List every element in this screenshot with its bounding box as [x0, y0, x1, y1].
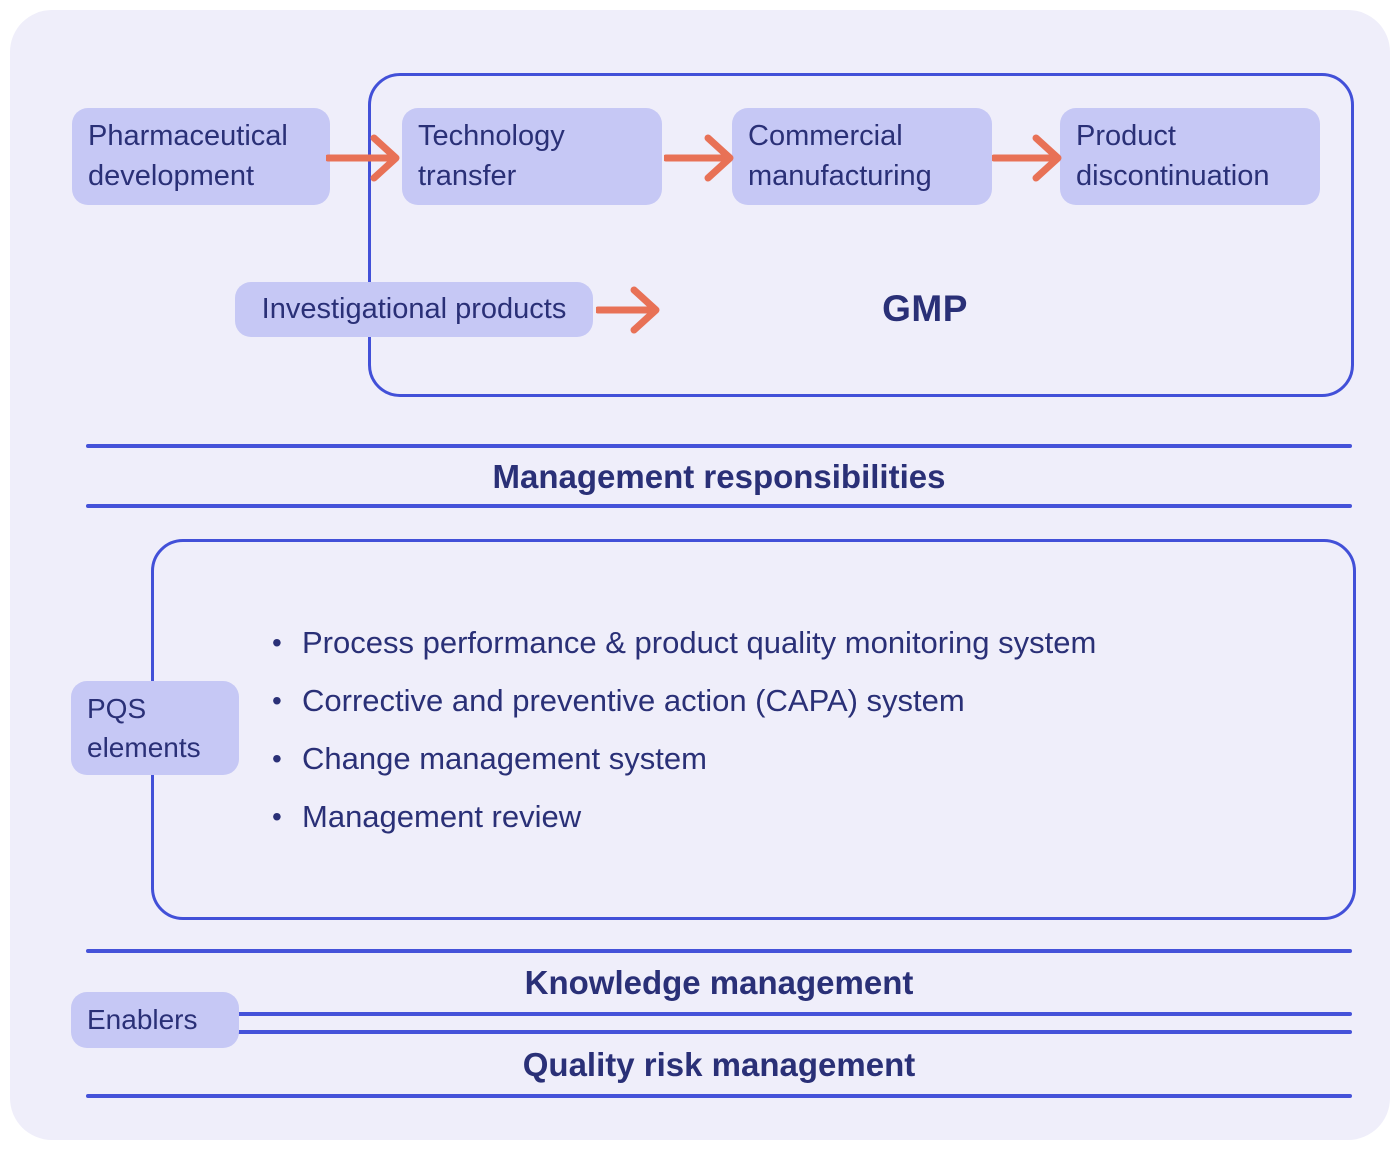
stage-label: Commercial manufacturing — [748, 120, 932, 192]
diagram-canvas: GMP Pharmaceutical development Technolog… — [10, 10, 1390, 1140]
pqs-item-label: Management review — [302, 799, 582, 834]
divider-line — [86, 444, 1352, 448]
stage-label: Pharmaceutical development — [88, 120, 288, 192]
flow-arrow-icon — [596, 286, 660, 334]
bullet-icon: • — [272, 685, 282, 716]
flow-arrow-icon — [664, 134, 734, 182]
pqs-list-item: • Corrective and preventive action (CAPA… — [272, 672, 1332, 730]
investigational-products-label: Investigational products — [261, 292, 567, 325]
divider-line — [86, 1012, 1352, 1016]
quality-risk-management-title: Quality risk management — [522, 1046, 916, 1083]
pqs-elements-list: • Process performance & product quality … — [272, 614, 1332, 846]
stage-label: Product discontinuation — [1076, 120, 1270, 192]
pqs-list-item: • Change management system — [272, 730, 1332, 788]
bullet-icon: • — [272, 627, 282, 658]
pqs-item-label: Change management system — [302, 741, 707, 776]
stage-chip-pharmaceutical-development: Pharmaceutical development — [72, 108, 330, 205]
knowledge-management-title: Knowledge management — [524, 964, 914, 1001]
gmp-boundary — [368, 73, 1354, 397]
stage-chip-commercial-manufacturing: Commercial manufacturing — [732, 108, 992, 205]
stage-chip-product-discontinuation: Product discontinuation — [1060, 108, 1320, 205]
pqs-item-label: Process performance & product quality mo… — [302, 625, 1097, 660]
pqs-label-line1: PQS — [87, 692, 147, 724]
bullet-icon: • — [272, 801, 282, 832]
stage-chip-technology-transfer: Technology transfer — [402, 108, 662, 205]
gmp-label: GMP — [882, 288, 968, 329]
pqs-item-label: Corrective and preventive action (CAPA) … — [302, 683, 965, 718]
flow-arrow-icon — [992, 134, 1062, 182]
investigational-products-chip: Investigational products — [235, 282, 593, 337]
divider-line — [86, 1030, 1352, 1034]
flow-arrow-icon — [326, 134, 400, 182]
pqs-elements-side-label: PQS elements — [87, 689, 201, 767]
pqs-label-line2: elements — [87, 732, 201, 763]
management-responsibilities-title: Management responsibilities — [492, 458, 946, 495]
divider-line — [86, 504, 1352, 508]
divider-line — [86, 1094, 1352, 1098]
bullet-icon: • — [272, 743, 282, 774]
pqs-elements-side-chip: PQS elements — [71, 681, 239, 775]
divider-line — [86, 949, 1352, 953]
enablers-side-chip: Enablers — [71, 992, 239, 1048]
pqs-list-item: • Management review — [272, 788, 1332, 846]
enablers-label: Enablers — [87, 1004, 198, 1036]
pqs-list-item: • Process performance & product quality … — [272, 614, 1332, 672]
stage-label: Technology transfer — [418, 120, 565, 192]
